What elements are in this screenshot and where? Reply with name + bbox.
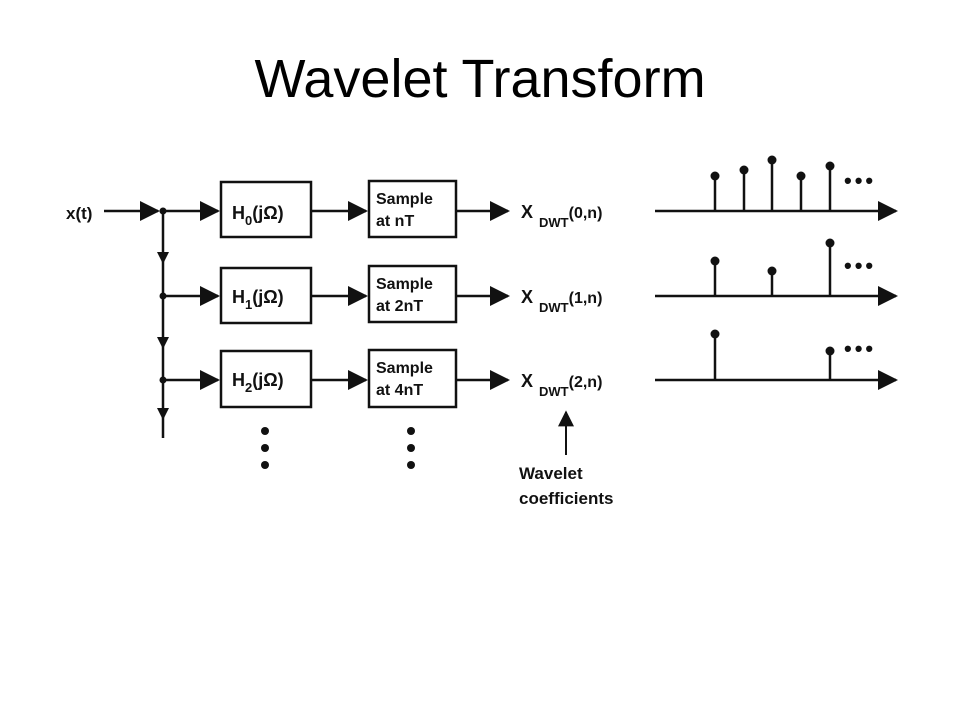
sampler-line1: Sample (376, 191, 433, 208)
filter-box (219, 180, 313, 239)
output-label: XDWT(1,n) (521, 287, 602, 315)
filter-label: H0(jΩ) (232, 203, 284, 228)
sampler-box (367, 179, 458, 239)
coefficient-stems (710, 329, 835, 380)
coefficients-label-line1: Wavelet (519, 464, 583, 483)
filter-box (219, 266, 313, 325)
sampler-line2: at 2nT (376, 298, 423, 315)
sampler-line1: Sample (376, 360, 433, 377)
stem-head (767, 155, 777, 165)
trunk-arrow-1 (157, 252, 169, 264)
stem-head (796, 171, 806, 181)
filter-row-2: H2(jΩ) Sample at 4nT XDWT(2,n) ••• (159, 329, 898, 409)
continuation-dots: ••• (844, 168, 876, 193)
sampler-box (367, 348, 458, 409)
coefficients-label-line2: coefficients (519, 489, 613, 508)
output-label: XDWT(2,n) (521, 371, 602, 399)
coefficient-stems (710, 238, 835, 296)
stem-head (739, 165, 749, 175)
trunk-arrow-2 (157, 337, 169, 349)
sampler-line2: at nT (376, 213, 414, 230)
stem-head (825, 161, 835, 171)
filter-label: H2(jΩ) (232, 370, 284, 395)
coefficient-stems (710, 155, 835, 211)
continuation-dots: ••• (844, 336, 876, 361)
sampler-line1: Sample (376, 276, 433, 293)
continuation-dots: ••• (844, 253, 876, 278)
sampler-line2: at 4nT (376, 382, 423, 399)
input-label: x(t) (66, 204, 92, 223)
stem-head (825, 346, 835, 356)
filter-continuation-dots (261, 427, 269, 469)
trunk-arrow-3 (157, 408, 169, 420)
filter-row-1: H1(jΩ) Sample at 2nT XDWT(1,n) ••• (159, 238, 898, 325)
sampler-continuation-dots (407, 427, 415, 469)
stem-head (767, 266, 777, 276)
filter-box (219, 349, 313, 409)
stem-head (710, 329, 720, 339)
sampler-box (367, 264, 458, 324)
slide-title: Wavelet Transform (254, 49, 706, 109)
stem-head (825, 238, 835, 248)
stem-head (710, 256, 720, 266)
output-label: XDWT(0,n) (521, 202, 602, 230)
filter-label: H1(jΩ) (232, 287, 284, 312)
filter-row-0: H0(jΩ) Sample at nT XDWT(0,n) ••• (159, 155, 898, 239)
stem-head (710, 171, 720, 181)
